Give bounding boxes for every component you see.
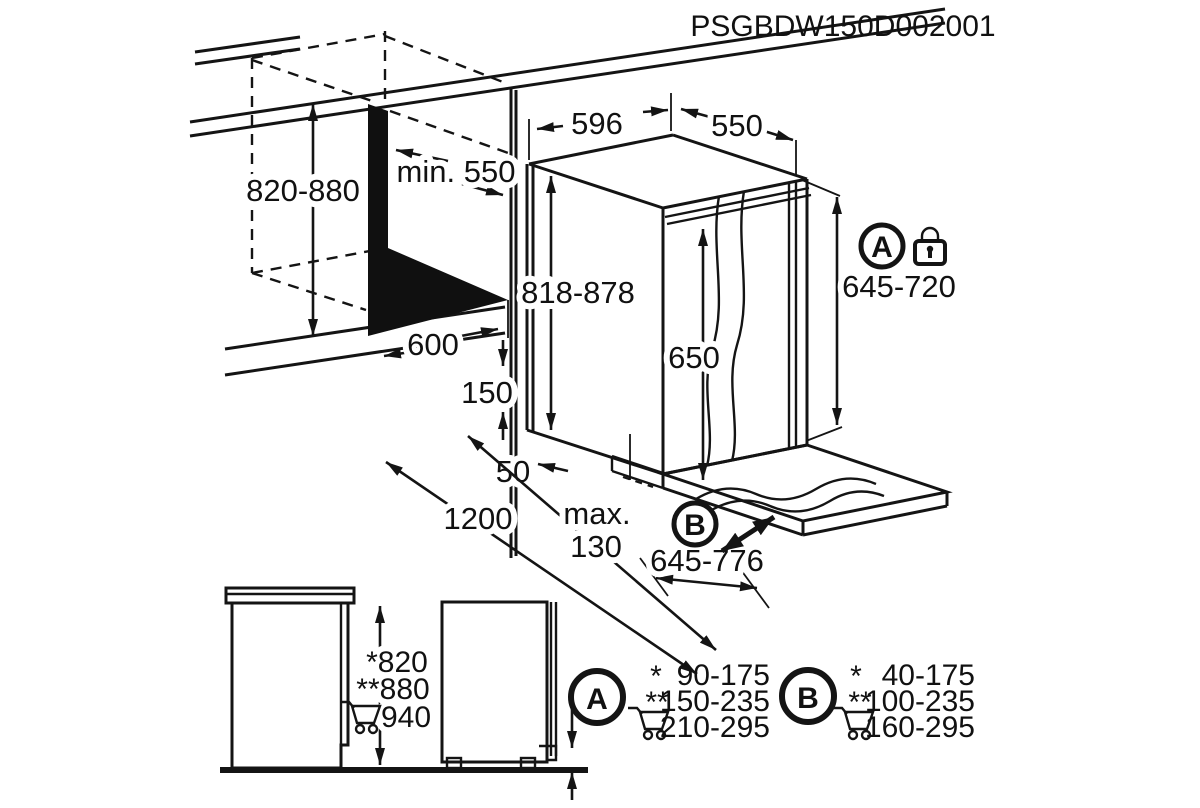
legend-a-star: *	[650, 660, 662, 693]
dishwasher-unit	[525, 133, 812, 490]
dimension-645-776: 645-776	[639, 537, 770, 609]
cart-icon	[338, 700, 382, 735]
dim-top-width: 596	[571, 106, 623, 141]
dimension-596: 596	[528, 93, 672, 160]
counter-back-edge	[194, 35, 301, 66]
dimension-50: 50	[490, 448, 569, 495]
wavy-panel-break	[695, 477, 885, 513]
dim-plinth-step: 150	[461, 375, 513, 410]
lock-icon	[913, 226, 947, 266]
dimension-550: 550	[680, 102, 797, 176]
dim-open-door-range: 645-776	[650, 543, 764, 578]
dim-panel-height: 645-720	[842, 269, 956, 304]
dim-niche-depth-min: min. 550	[397, 154, 516, 189]
legend-b-doublestar-value: 100-235	[865, 685, 975, 718]
cabinet-side-view	[224, 586, 356, 770]
dim-niche-height: 820-880	[246, 173, 360, 208]
dim-height-star: *820	[366, 646, 428, 679]
wavy-door-band	[705, 190, 746, 467]
legend-a-doublestar-value: 150-235	[660, 685, 770, 718]
circle-b-badge: B	[671, 500, 719, 548]
dim-top-depth: 550	[711, 108, 763, 143]
dimension-650: 650	[662, 229, 726, 480]
dimension-max-130: max. 130	[467, 435, 717, 651]
legend-b-label: B	[797, 682, 819, 715]
legend-a-star-value: 90-175	[677, 659, 770, 692]
dimension-min-550: min. 550	[391, 148, 521, 197]
dim-height-double-star: **880	[356, 673, 429, 706]
legend-a-doublestar: **	[645, 686, 669, 719]
diagram-title: PSGBDW150D002001	[690, 10, 995, 43]
dim-max-value: 130	[570, 529, 622, 564]
badge-a-label: A	[871, 231, 893, 264]
dimension-150: 150	[455, 340, 519, 440]
base-rail	[224, 305, 506, 377]
dim-open-clearance: 1200	[444, 501, 513, 536]
elevation-views: *820 **880 940	[220, 586, 588, 800]
badge-b-label: B	[684, 509, 706, 542]
slide-direction-arrow	[720, 514, 776, 554]
legend-b-star-value: 40-175	[882, 659, 975, 692]
niche-and-unit-scene: 820-880 min. 550 600 596 550	[189, 7, 962, 676]
dim-max-label: max.	[563, 496, 630, 531]
legend-b-cart-value: 160-295	[865, 711, 975, 744]
dimension-645-720: 645-720	[801, 179, 962, 442]
dim-unit-height: 818-878	[521, 275, 635, 310]
dim-height-cart: 940	[381, 701, 431, 734]
dishwasher-side-view	[440, 600, 558, 770]
legend-a: A * 90-175 ** 150-235 210-295	[568, 659, 770, 744]
legend-a-label: A	[586, 683, 608, 716]
dimension-elevation-height: *820 **880 940	[338, 606, 437, 765]
dimension-818-878: 818-878	[515, 176, 641, 430]
legend-b-doublestar: **	[848, 686, 872, 719]
dim-door-cutout: 650	[668, 340, 720, 375]
open-door-panel	[622, 443, 953, 537]
dim-niche-width: 600	[407, 327, 459, 362]
dimension-600: 600	[383, 300, 509, 368]
legend-b: B * 40-175 ** 100-235 160-295	[779, 659, 975, 744]
dimension-820-880: 820-880	[240, 104, 366, 336]
circle-a-badge: A	[858, 222, 906, 270]
legend-b-star: *	[850, 660, 862, 693]
niche-opening	[368, 104, 508, 336]
legend-a-cart-value: 210-295	[660, 711, 770, 744]
